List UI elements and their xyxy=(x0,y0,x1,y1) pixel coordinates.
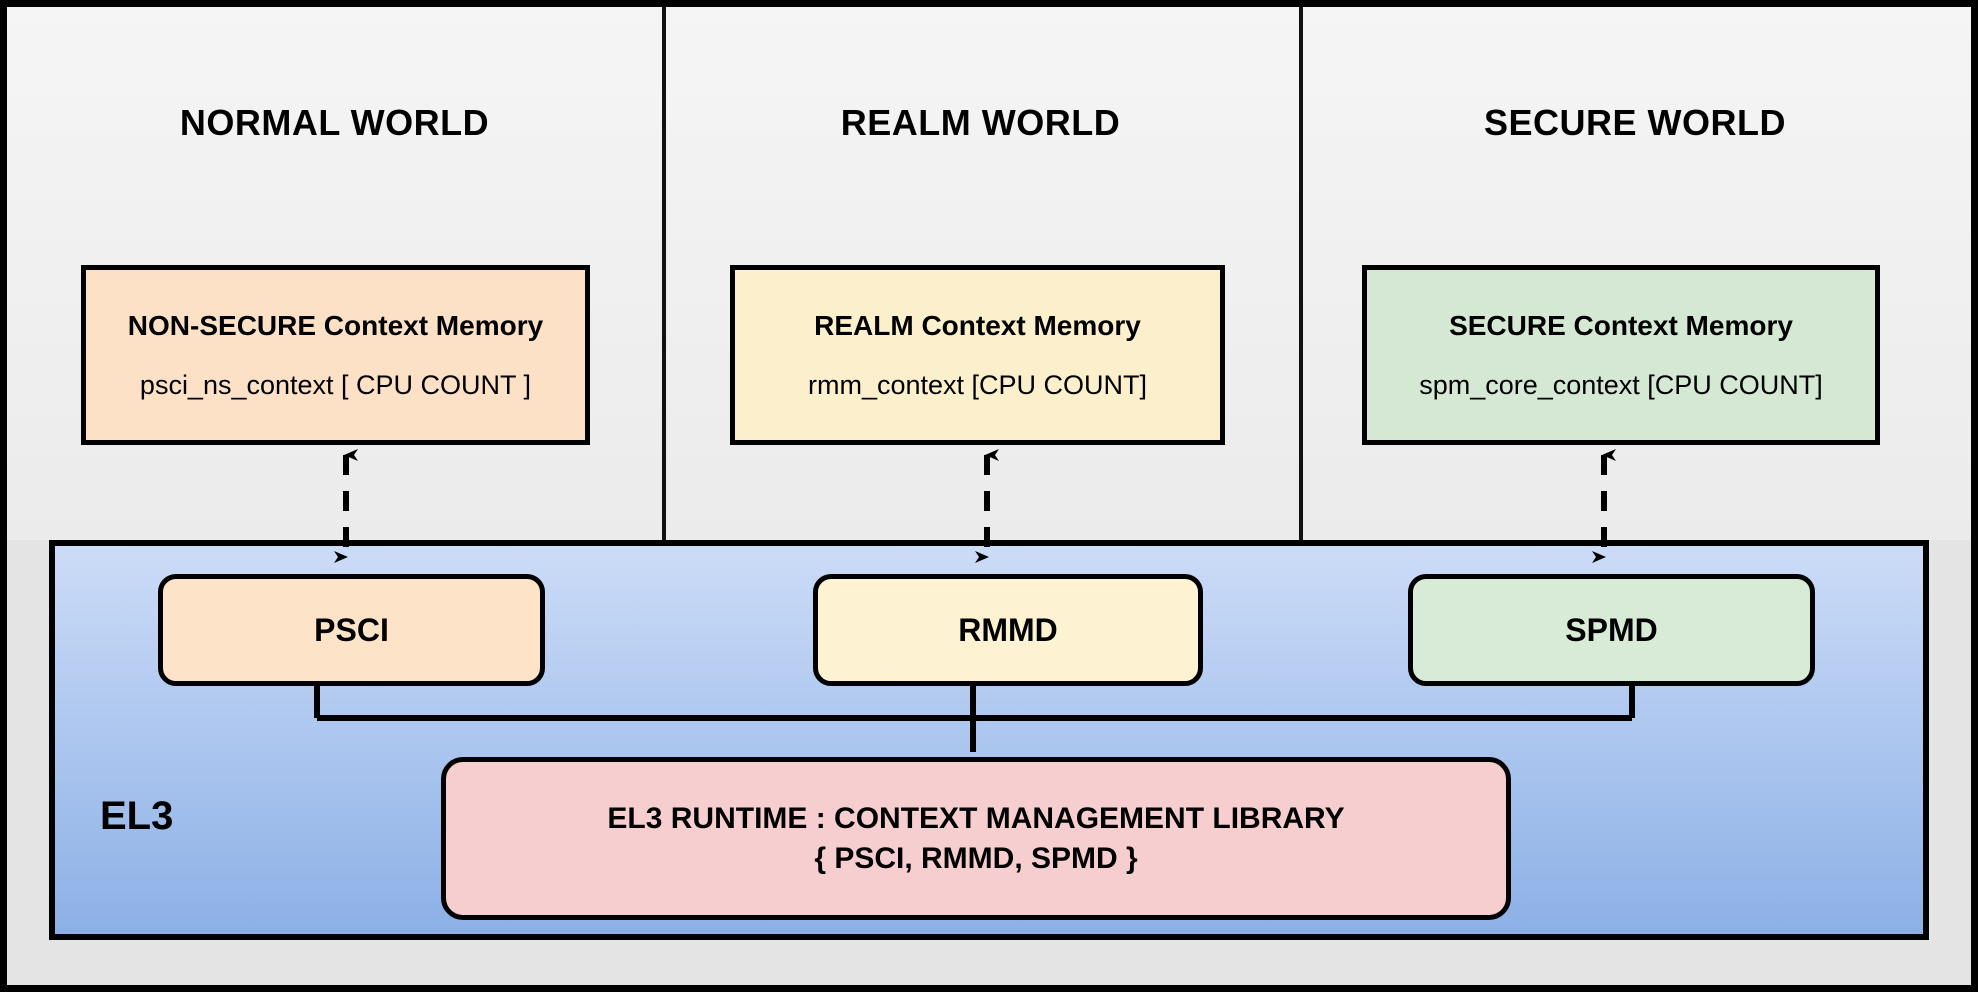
world-title-realm: REALM WORLD xyxy=(840,102,1121,143)
context-memory-box-secure[interactable]: SECURE Context Memory spm_core_context [… xyxy=(1362,265,1880,445)
context-memory-subtitle-non-secure: psci_ns_context [ CPU COUNT ] xyxy=(139,369,532,400)
el3-runtime-context-management-library-box[interactable]: EL3 RUNTIME : CONTEXT MANAGEMENT LIBRARY… xyxy=(441,757,1511,920)
dispatcher-label-psci: PSCI xyxy=(314,611,389,648)
world-column-realm: REALM WORLD xyxy=(662,7,1303,540)
worlds-band: NORMAL WORLD REALM WORLD SECURE WORLD NO… xyxy=(7,7,1971,540)
runtime-box-line-2: { PSCI, RMMD, SPMD } xyxy=(814,841,1138,875)
context-memory-box-realm[interactable]: REALM Context Memory rmm_context [CPU CO… xyxy=(730,265,1225,445)
context-memory-title-secure: SECURE Context Memory xyxy=(1449,309,1793,341)
context-memory-title-realm: REALM Context Memory xyxy=(814,309,1141,341)
context-memory-title-non-secure: NON-SECURE Context Memory xyxy=(127,309,544,341)
world-title-normal: NORMAL WORLD xyxy=(179,102,490,143)
runtime-box-line-1: EL3 RUNTIME : CONTEXT MANAGEMENT LIBRARY xyxy=(607,801,1345,835)
dispatcher-box-psci[interactable]: PSCI xyxy=(158,574,545,686)
world-title-secure: SECURE WORLD xyxy=(1484,102,1786,143)
dispatcher-label-rmmd: RMMD xyxy=(958,611,1058,648)
context-memory-subtitle-realm: rmm_context [CPU COUNT] xyxy=(807,369,1148,400)
world-column-secure: SECURE WORLD xyxy=(1299,7,1971,540)
context-memory-box-non-secure[interactable]: NON-SECURE Context Memory psci_ns_contex… xyxy=(81,265,590,445)
context-memory-subtitle-secure: spm_core_context [CPU COUNT] xyxy=(1419,369,1823,400)
world-column-normal: NORMAL WORLD xyxy=(7,7,666,540)
dispatcher-box-spmd[interactable]: SPMD xyxy=(1408,574,1815,686)
el3-panel-label: EL3 xyxy=(100,794,174,838)
el3-panel: EL3 PSCI RMMD SPMD EL3 RUNTIME : CONTEXT… xyxy=(49,540,1929,940)
dispatcher-box-rmmd[interactable]: RMMD xyxy=(813,574,1203,686)
dispatcher-label-spmd: SPMD xyxy=(1565,611,1658,648)
